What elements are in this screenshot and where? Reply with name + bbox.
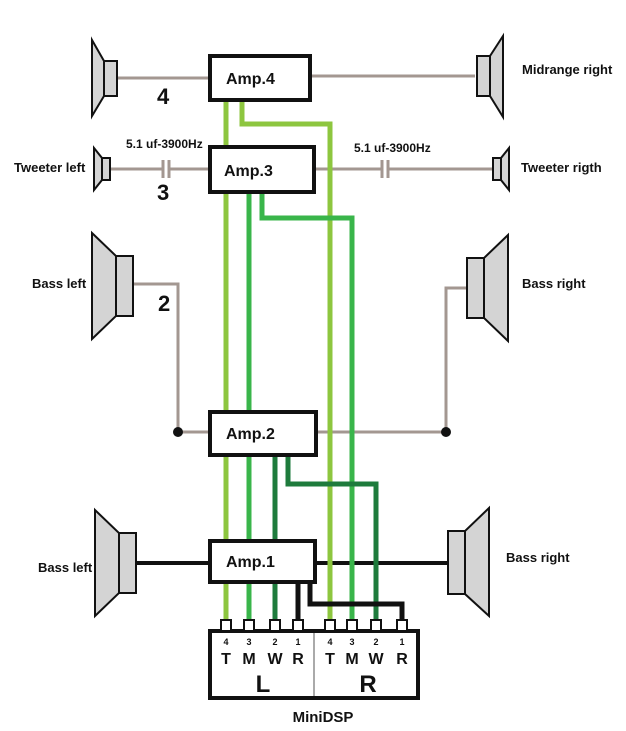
- speaker-tweeter-right: [492, 145, 510, 193]
- signal-right-mid: [259, 192, 355, 620]
- channel-num-right-2: 2: [373, 637, 378, 647]
- pin-left-1: [292, 619, 304, 632]
- amp-4: Amp.4: [208, 54, 312, 102]
- channel-letter-left-m: M: [242, 651, 255, 668]
- speaker-bass-right-bottom: [447, 505, 490, 619]
- channel-letter-right-w: W: [368, 651, 384, 668]
- speaker-tweeter-left: [93, 145, 111, 193]
- minidsp-title: MiniDSP: [293, 709, 354, 726]
- label-tweeter-right: Tweeter rigth: [521, 160, 602, 175]
- pin-right-1: [396, 619, 408, 632]
- junction-dot-right: [441, 427, 451, 437]
- amp-2-label: Amp.2: [226, 426, 275, 443]
- speaker-wires: [110, 74, 493, 434]
- channel-letter-right-t: T: [325, 651, 335, 668]
- speaker-midrange-left: [91, 36, 118, 120]
- minidsp-pins: [220, 619, 408, 632]
- channel-num-left-1: 1: [295, 637, 300, 647]
- wire-number-2: 2: [158, 291, 170, 316]
- amp-2: Amp.2: [208, 410, 318, 457]
- minidsp-side-right: R: [359, 671, 376, 698]
- amp-3-label: Amp.3: [224, 163, 273, 180]
- pin-left-4: [220, 619, 232, 632]
- channel-letters: T M W R T M W R: [221, 651, 408, 668]
- channel-letter-left-w: W: [267, 651, 283, 668]
- signal-right-tweeter: [239, 100, 333, 620]
- label-bass-left-bottom: Bass left: [38, 560, 93, 575]
- wire-amp2-bass-left: [133, 282, 210, 434]
- wire-number-3: 3: [157, 180, 169, 205]
- signal-right-woofer: [285, 455, 379, 620]
- channel-num-right-4: 4: [327, 637, 332, 647]
- pin-left-2: [269, 619, 281, 632]
- amp-3: Amp.3: [208, 145, 316, 194]
- minidsp-side-left: L: [256, 671, 271, 698]
- capacitor-left: [161, 160, 171, 178]
- junction-dot-left: [173, 427, 183, 437]
- channel-num-left-4: 4: [223, 637, 228, 647]
- channel-num-right-1: 1: [399, 637, 404, 647]
- wire-number-4: 4: [157, 84, 170, 109]
- speaker-midrange-right: [476, 32, 504, 121]
- capacitor-right: [380, 160, 390, 178]
- channel-num-left-3: 3: [246, 637, 251, 647]
- channel-numbers: 4 3 2 1 4 3 2 1: [223, 637, 404, 647]
- label-midrange-right: Midrange right: [522, 62, 613, 77]
- pin-left-3: [243, 619, 255, 632]
- channel-num-right-3: 3: [349, 637, 354, 647]
- pin-right-4: [324, 619, 336, 632]
- channel-letter-left-r: R: [292, 651, 304, 668]
- channel-letter-right-r: R: [396, 651, 408, 668]
- label-capacitor-left: 5.1 uf-3900Hz: [126, 137, 203, 151]
- amp-4-label: Amp.4: [226, 71, 275, 88]
- pin-right-3: [346, 619, 358, 632]
- wire-amp2-bass-right: [316, 286, 467, 434]
- speaker-bass-left-bottom: [94, 507, 137, 619]
- pin-right-2: [370, 619, 382, 632]
- amp-1-label: Amp.1: [226, 554, 275, 571]
- channel-num-left-2: 2: [272, 637, 277, 647]
- minidsp-box: [208, 629, 420, 700]
- channel-letter-right-m: M: [345, 651, 358, 668]
- speaker-bass-left-top: [91, 230, 134, 342]
- signal-right-rear: [307, 582, 405, 620]
- speaker-bass-right-top: [466, 232, 509, 344]
- label-bass-right-top: Bass right: [522, 276, 586, 291]
- label-capacitor-right: 5.1 uf-3900Hz: [354, 141, 431, 155]
- amp-1: Amp.1: [208, 539, 317, 584]
- label-bass-right-bottom: Bass right: [506, 550, 570, 565]
- label-tweeter-left: Tweeter left: [14, 160, 86, 175]
- label-bass-left-top: Bass left: [32, 276, 87, 291]
- channel-letter-left-t: T: [221, 651, 231, 668]
